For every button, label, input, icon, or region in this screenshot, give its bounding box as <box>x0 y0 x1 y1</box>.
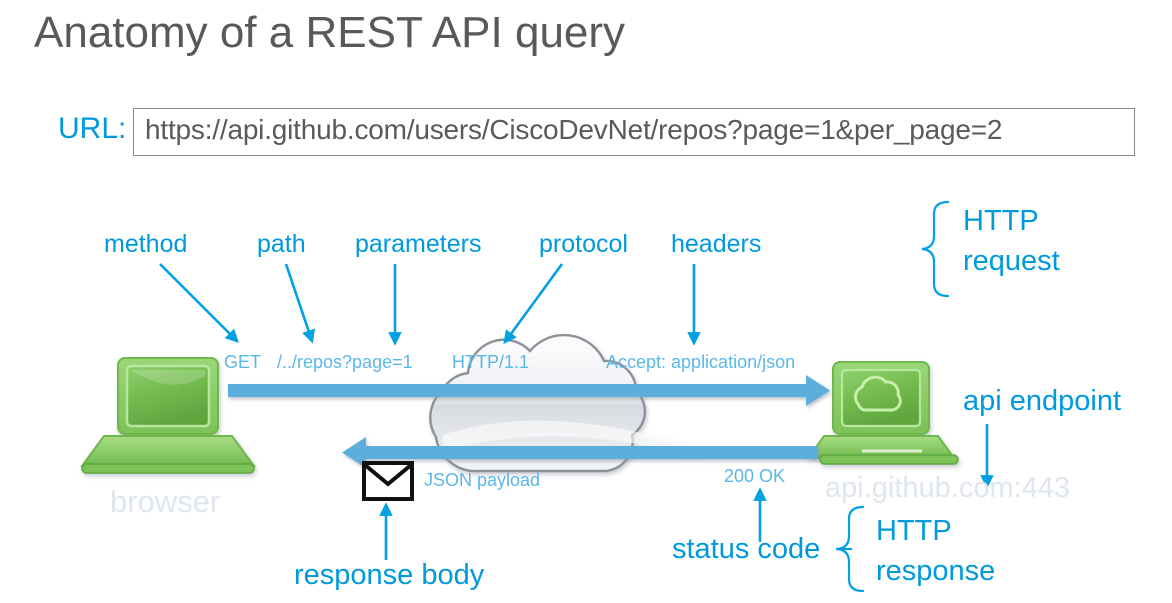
callout-headers: headers <box>671 230 762 258</box>
callout-protocol: protocol <box>539 230 628 258</box>
laptop-icon <box>80 357 256 474</box>
path-pointer <box>284 263 315 344</box>
url-input[interactable] <box>133 108 1135 156</box>
url-input-value[interactable]: https://api.github.com/users/CiscoDevNet… <box>145 114 1003 145</box>
http-response-label-line1: HTTP <box>876 515 952 547</box>
http-request-label-line1: HTTP <box>963 205 1039 237</box>
callout-parameters: parameters <box>355 230 482 258</box>
request-method-token: GET <box>224 352 262 372</box>
request-path-token: /../repos?page=1 <box>277 352 413 372</box>
http-request-brace <box>921 200 950 298</box>
callout-path: path <box>257 230 306 258</box>
callout-response-body: response body <box>294 559 485 591</box>
http-response-label-line2: response <box>876 555 996 587</box>
envelope-icon <box>362 461 414 501</box>
laptop-cloud-icon <box>806 361 959 465</box>
url-label: URL: <box>58 112 127 145</box>
callout-method: method <box>104 230 188 258</box>
page-title: Anatomy of a REST API query <box>34 8 626 57</box>
response-status-token: 200 OK <box>724 466 786 486</box>
method-pointer <box>159 263 239 343</box>
http-request-label-line2: request <box>963 245 1060 277</box>
client-label: browser <box>110 484 221 519</box>
cloud-icon <box>429 333 695 473</box>
request-headers-token: Accept: application/json <box>606 352 796 372</box>
request-protocol-token: HTTP/1.1 <box>452 352 530 372</box>
callout-api-endpoint: api endpoint <box>963 385 1122 417</box>
callout-status-code: status code <box>672 533 821 565</box>
server-label: api.github.com:443 <box>825 472 1071 504</box>
protocol-pointer <box>503 263 564 345</box>
response-payload-token: JSON payload <box>424 470 541 490</box>
http-response-arrow <box>342 437 818 468</box>
http-request-arrow <box>228 375 830 406</box>
